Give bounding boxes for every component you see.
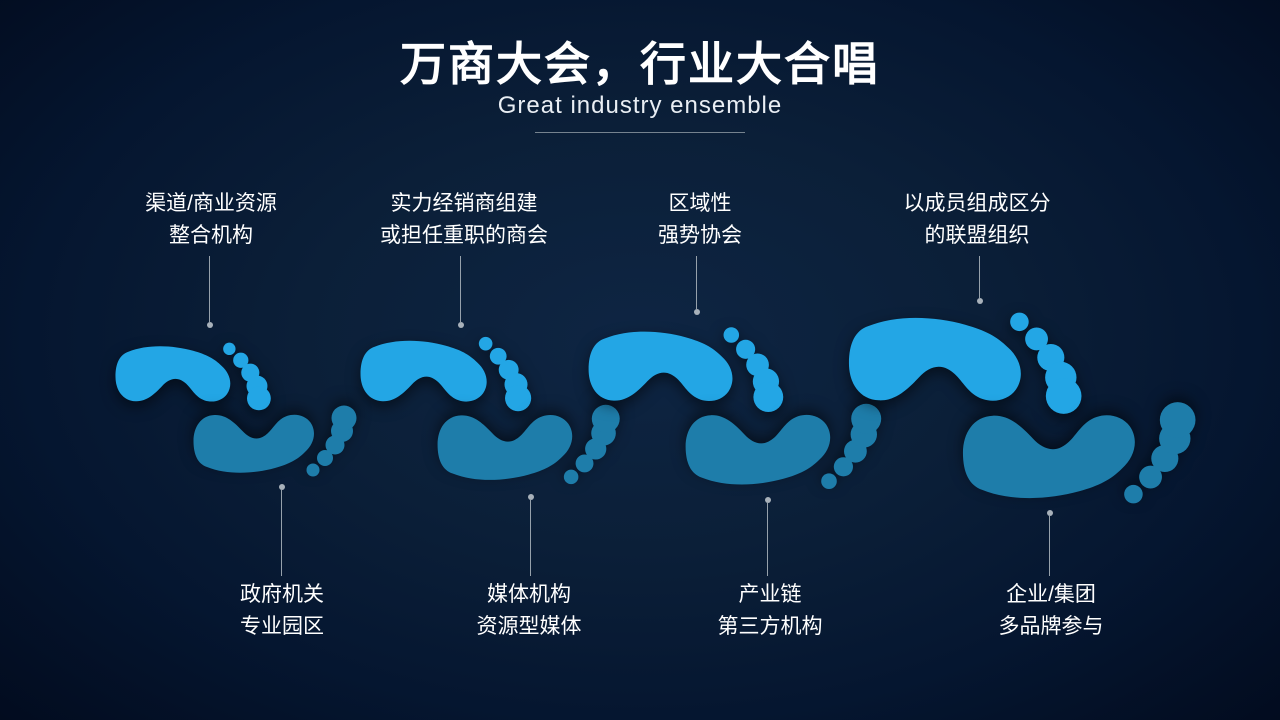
footprint-icon: [588, 327, 784, 412]
connector-dot: [694, 309, 700, 315]
top-label-4-line1: 以成员组成区分: [903, 192, 1051, 215]
connector-line: [281, 490, 282, 576]
footprint-icon: [115, 342, 271, 411]
connector-dot: [207, 322, 213, 328]
top-label-2-line2: 或担任重职的商会: [380, 224, 548, 247]
connector-dot: [1047, 510, 1053, 516]
footprint-icon: [437, 404, 620, 485]
top-label-2-line1: 实力经销商组建: [390, 192, 538, 215]
connector-dot: [458, 322, 464, 328]
connector-line: [979, 256, 980, 298]
top-label-4: 以成员组成区分 的联盟组织: [904, 188, 1051, 252]
bottom-label-2-line1: 媒体机构: [487, 583, 571, 606]
bottom-label-4-line1: 企业/集团: [1006, 583, 1096, 606]
footprint-icon: [360, 336, 532, 412]
footprint-icon: [962, 402, 1196, 504]
top-label-4-line2: 的联盟组织: [924, 224, 1030, 247]
footprint-icon: [193, 405, 357, 477]
connector-dot: [977, 298, 983, 304]
title-divider: [535, 132, 745, 133]
top-label-3-line2: 强势协会: [658, 224, 742, 247]
top-label-1-line1: 渠道/商业资源: [145, 192, 277, 215]
bottom-label-1: 政府机关 专业园区: [240, 579, 324, 643]
page-title: 万商大会，行业大合唱: [400, 38, 880, 90]
connector-dot: [279, 484, 285, 490]
top-label-3: 区域性 强势协会: [658, 188, 742, 252]
bottom-label-1-line2: 专业园区: [240, 615, 324, 638]
top-label-1: 渠道/商业资源 整合机构: [145, 188, 277, 252]
connector-line: [209, 256, 210, 322]
page-subtitle: Great industry ensemble: [497, 92, 783, 119]
title-block: 万商大会，行业大合唱 Great industry ensemble: [0, 38, 1280, 133]
connector-dot: [528, 494, 534, 500]
bottom-label-3-line2: 第三方机构: [717, 615, 823, 638]
top-label-1-line2: 整合机构: [169, 224, 253, 247]
bottom-label-3-line1: 产业链: [738, 583, 802, 606]
bottom-label-4-line2: 多品牌参与: [998, 615, 1104, 638]
bottom-label-3: 产业链 第三方机构: [718, 579, 823, 643]
connector-line: [460, 256, 461, 322]
bottom-label-1-line1: 政府机关: [240, 583, 324, 606]
top-label-2: 实力经销商组建 或担任重职的商会: [380, 188, 548, 252]
connector-dot: [765, 497, 771, 503]
top-label-3-line1: 区域性: [668, 192, 732, 215]
bottom-label-2: 媒体机构 资源型媒体: [477, 579, 582, 643]
connector-line: [1049, 516, 1050, 576]
connector-line: [696, 256, 697, 309]
connector-line: [767, 503, 768, 576]
bottom-label-4: 企业/集团 多品牌参与: [999, 579, 1104, 643]
connector-line: [530, 500, 531, 576]
bottom-label-2-line2: 资源型媒体: [476, 615, 582, 638]
